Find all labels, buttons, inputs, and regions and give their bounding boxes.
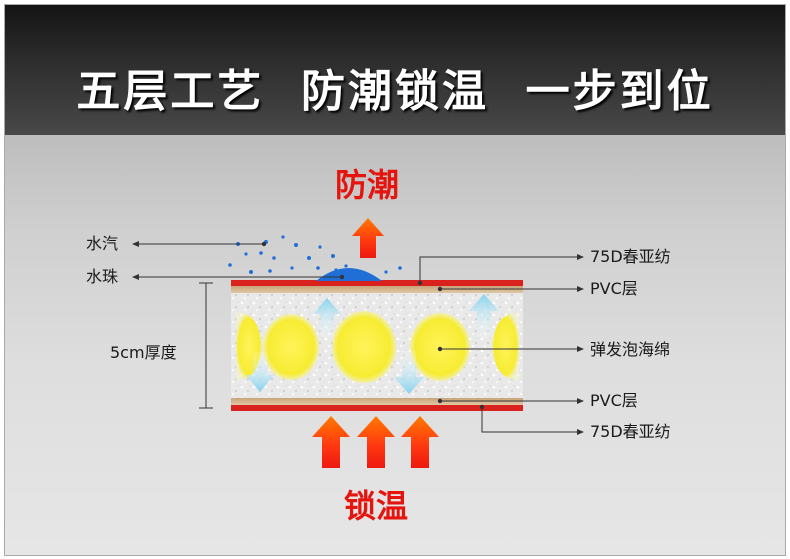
foam-cells bbox=[236, 311, 519, 383]
header-banner: 五层工艺 防潮锁温 一步到位 bbox=[5, 5, 785, 135]
heat-flow-arrows bbox=[246, 294, 499, 394]
water-droplet bbox=[316, 268, 382, 281]
label-fabric-bottom: 75D春亚纺 bbox=[590, 422, 671, 441]
top-fabric-layer bbox=[231, 280, 523, 286]
left-leader-heads bbox=[132, 241, 345, 280]
label-fabric-top: 75D春亚纺 bbox=[590, 247, 671, 266]
label-droplet: 水珠 bbox=[86, 267, 118, 286]
bottom-pvc-layer bbox=[231, 398, 523, 405]
header-title: 五层工艺 防潮锁温 一步到位 bbox=[76, 66, 714, 117]
label-vapor: 水汽 bbox=[86, 234, 118, 253]
infographic-frame: 五层工艺 防潮锁温 一步到位 bbox=[4, 4, 786, 556]
bottom-up-arrows bbox=[312, 416, 439, 468]
top-up-arrow bbox=[352, 218, 384, 258]
bottom-fabric-layer bbox=[231, 405, 523, 411]
top-pvc-layer bbox=[231, 286, 523, 293]
label-foam: 弹发泡海绵 bbox=[590, 340, 670, 359]
bottom-caption: 锁温 bbox=[344, 487, 408, 525]
label-thickness: 5cm厚度 bbox=[110, 343, 177, 362]
right-leaders bbox=[419, 256, 580, 433]
label-pvc-bottom: PVC层 bbox=[590, 391, 638, 410]
label-pvc-top: PVC层 bbox=[590, 279, 638, 298]
right-leader-heads bbox=[417, 254, 584, 435]
thickness-bracket bbox=[199, 282, 213, 409]
top-caption: 防潮 bbox=[335, 166, 399, 204]
left-leaders bbox=[136, 243, 342, 278]
